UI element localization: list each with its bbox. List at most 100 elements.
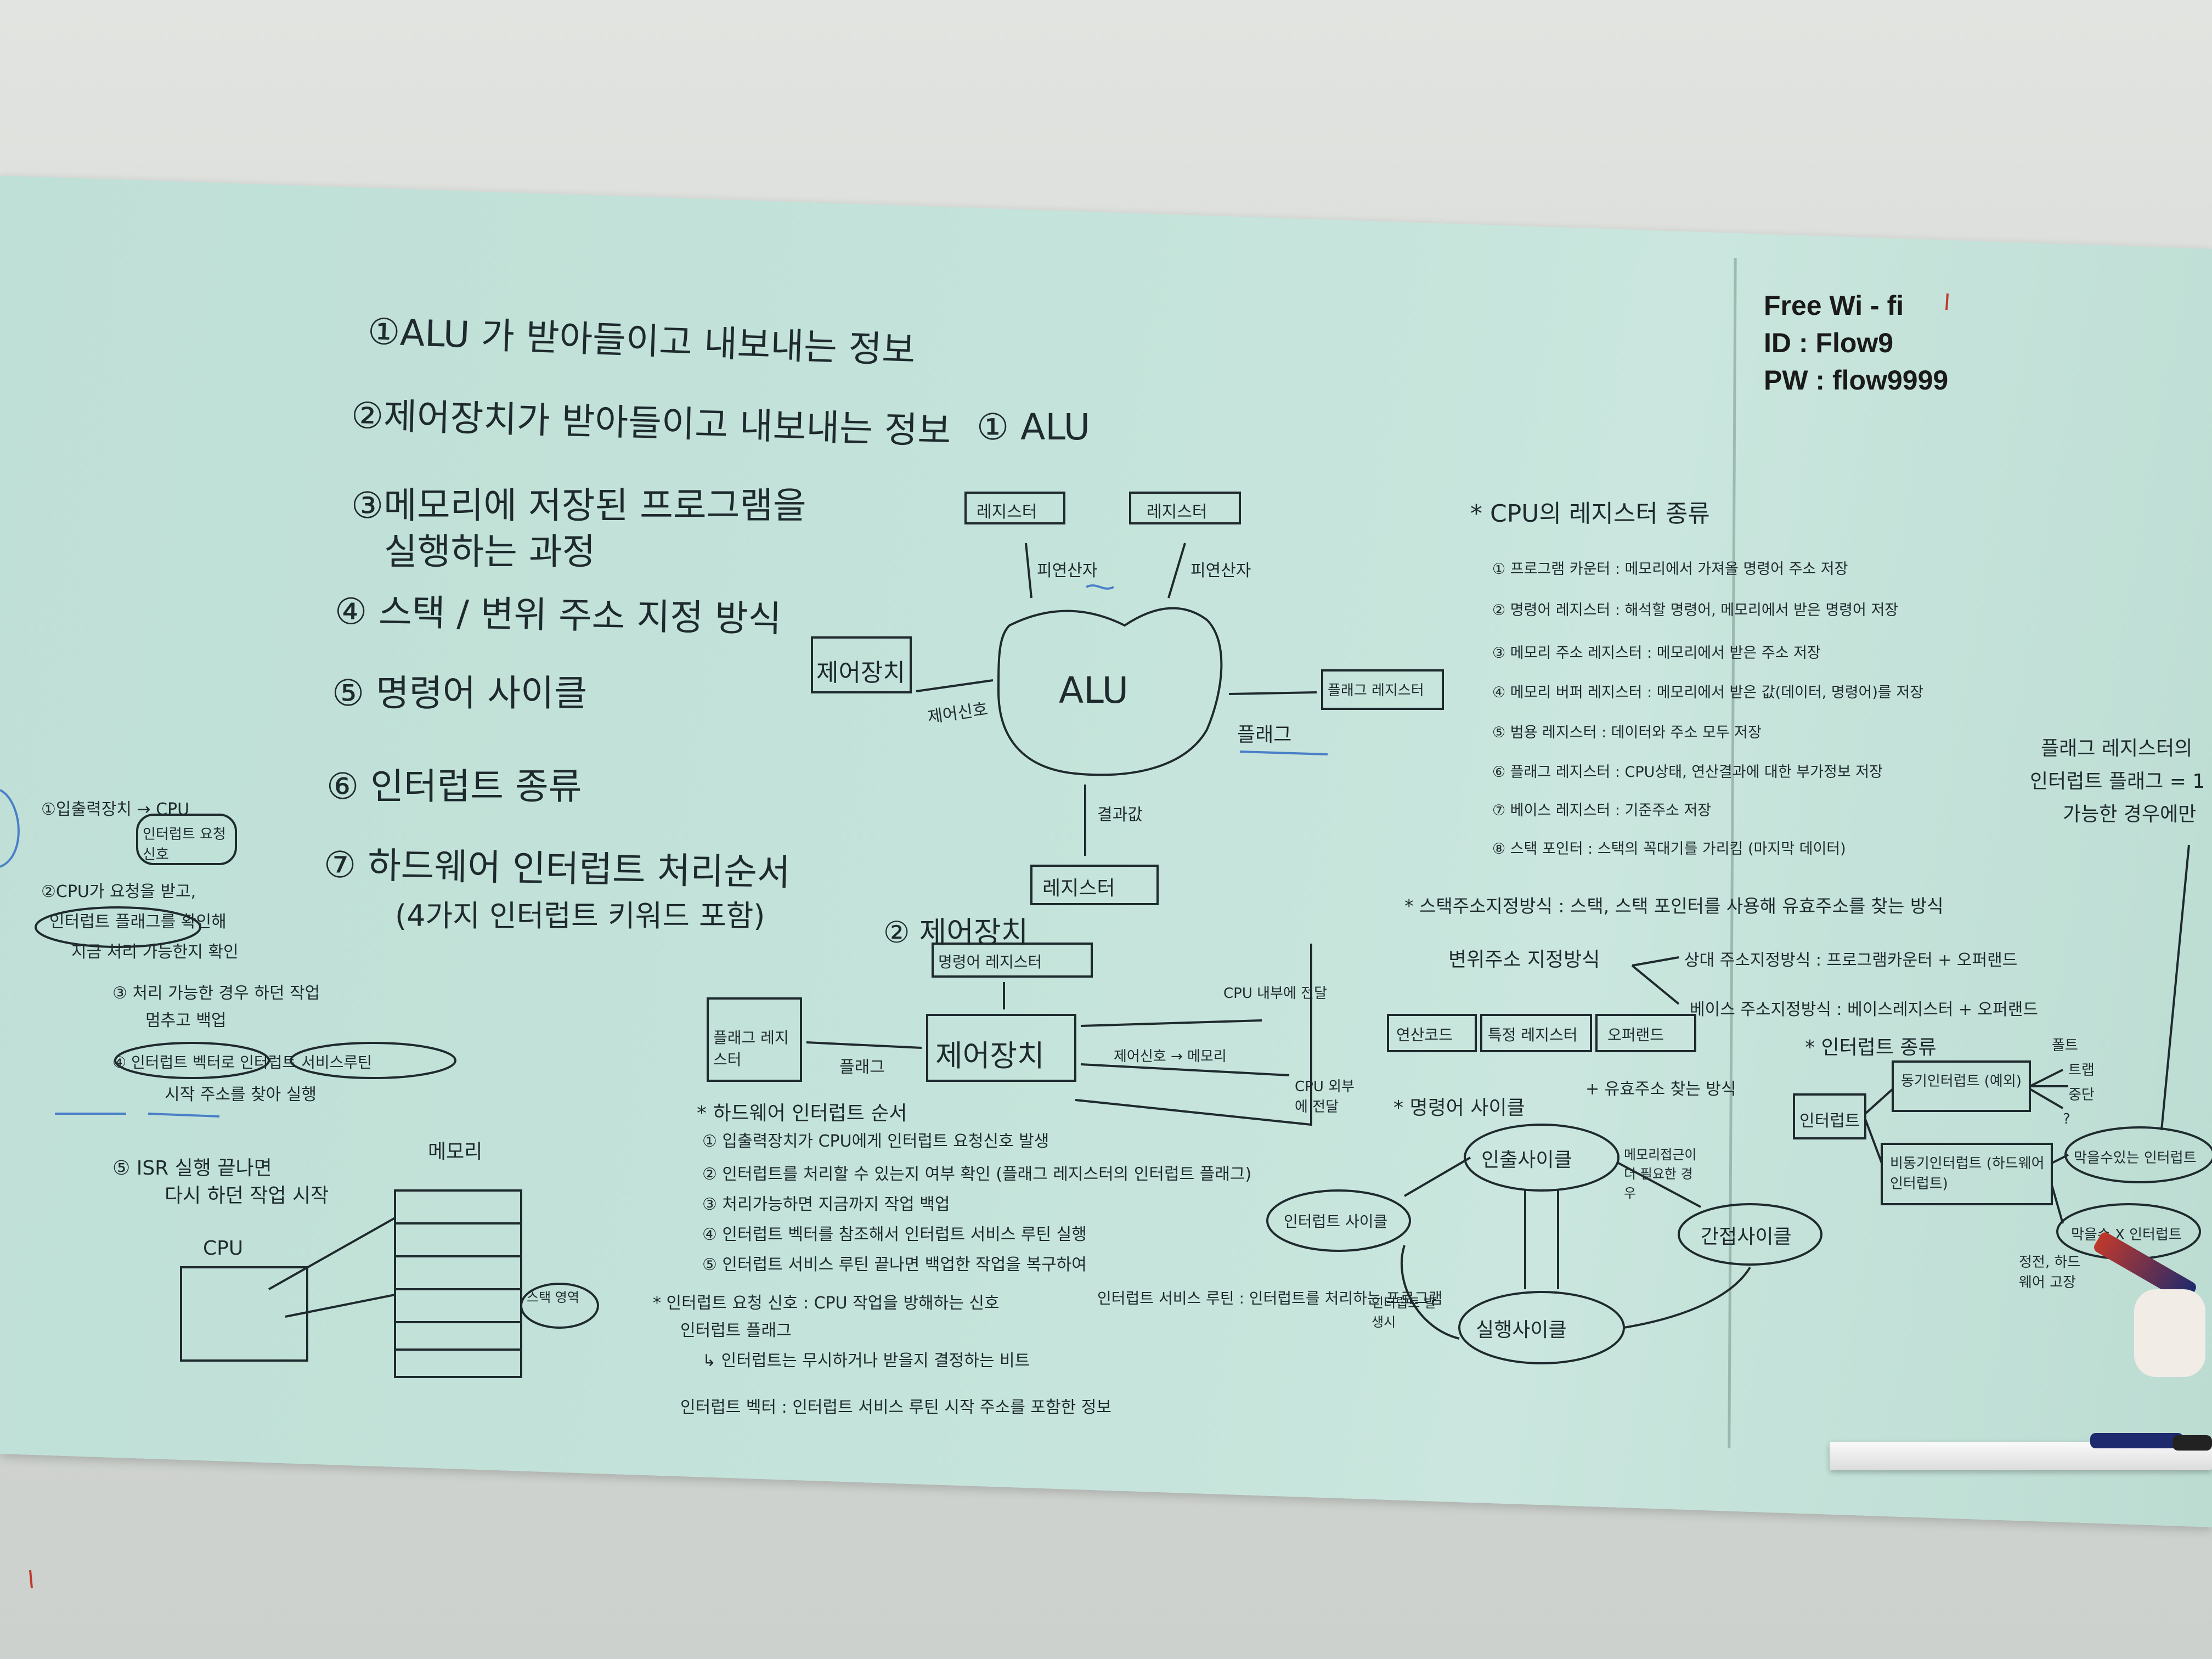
registers-heading: * CPU의 레지스터 종류 bbox=[1470, 500, 1710, 528]
indirect-ellipse bbox=[1678, 1203, 1822, 1266]
arrow-left-operand bbox=[1025, 543, 1032, 599]
cpu-box bbox=[180, 1266, 308, 1362]
blue-edge-mark bbox=[0, 789, 20, 868]
blue-mark-2 bbox=[1239, 751, 1328, 755]
hw-int-step-5: ⑤ 인터럽트 서비스 루틴 끝나면 백업한 작업을 복구하여 bbox=[702, 1255, 1087, 1274]
arrow-mem bbox=[1080, 1063, 1290, 1076]
hw-int-step-3: ③ 처리가능하면 지금까지 작업 백업 bbox=[702, 1195, 950, 1214]
topic-6: ⑥ 인터럽트 종류 bbox=[326, 765, 582, 808]
int-trap: 트랩 bbox=[2068, 1062, 2095, 1079]
red-mark bbox=[1945, 293, 1949, 311]
cpu-outside: CPU 외부에 전달 bbox=[1295, 1079, 1355, 1115]
alu-reg-left-box bbox=[964, 492, 1065, 524]
int-question: ? bbox=[2063, 1111, 2070, 1127]
seq-step-5: ⑤ ISR 실행 끝나면 bbox=[112, 1157, 272, 1180]
sketch-memory-label: 메모리 bbox=[428, 1141, 483, 1163]
cycle-int-note: 인터럽트 발생시 bbox=[1372, 1295, 1437, 1330]
operand-label: 오퍼랜드 bbox=[1607, 1026, 1664, 1044]
signal-mem: 제어신호 → 메모리 bbox=[1114, 1048, 1227, 1065]
cycle-indirect: 간접사이클 bbox=[1701, 1226, 1792, 1248]
hw-int-step-1: ① 입출력장치가 CPU에게 인터럽트 요청신호 발생 bbox=[702, 1132, 1049, 1151]
int-async: 비동기인터럽트 (하드웨어 인터럽트) bbox=[1890, 1155, 2045, 1192]
alu-flag-reg: 플래그 레지스터 bbox=[1328, 682, 1424, 699]
vector-ellipse bbox=[114, 1042, 270, 1079]
alu-control: 제어장치 bbox=[816, 659, 905, 687]
int-root: 인터럽트 bbox=[1799, 1111, 1860, 1131]
seq-step-4b: 시작 주소를 찾아 실행 bbox=[165, 1085, 317, 1104]
register-4: ④ 메모리 버퍼 레지스터 : 메모리에서 받은 값(데이터, 명령어)를 저장 bbox=[1492, 684, 1924, 701]
hw-int-note-3: ↳ 인터럽트는 무시하거나 받을지 결정하는 비트 bbox=[702, 1351, 1030, 1370]
alu-reg-right-box bbox=[1129, 492, 1241, 524]
cycle-to-interrupt bbox=[1403, 1156, 1471, 1197]
alu-result: 결과값 bbox=[1097, 805, 1143, 825]
maskable-ellipse bbox=[2064, 1126, 2212, 1183]
cycle-exec: 실행사이클 bbox=[1476, 1319, 1567, 1341]
register-7: ⑦ 베이스 레지스터 : 기준주소 저장 bbox=[1492, 802, 1712, 819]
hw-int-note-4: 인터럽트 서비스 루틴 : 인터럽트를 처리하는 프로그램 bbox=[1097, 1289, 1443, 1307]
cpu-inside: CPU 내부에 전달 bbox=[1223, 985, 1327, 1002]
memory-rows bbox=[395, 1222, 521, 1351]
seq-step-2: ②CPU가 요청을 받고, bbox=[41, 882, 196, 901]
arrow-right-operand bbox=[1167, 543, 1186, 599]
alu-flag: 플래그 bbox=[1237, 724, 1292, 746]
alu-shape bbox=[997, 607, 1223, 776]
register-6: ⑥ 플래그 레지스터 : CPU상태, 연산결과에 대한 부가정보 저장 bbox=[1492, 764, 1883, 781]
cycle-interrupt: 인터럽트 사이클 bbox=[1284, 1212, 1388, 1231]
alu-heading: ① ALU bbox=[977, 406, 1091, 448]
int-tree-links bbox=[1864, 1088, 1894, 1164]
seq-step-2c: 지금 처리 가능한지 확인 bbox=[71, 943, 239, 962]
control-heading: ② 제어장치 bbox=[883, 915, 1029, 950]
cycle-heading: * 명령어 사이클 bbox=[1393, 1097, 1525, 1119]
alu-center: ALU bbox=[1059, 669, 1128, 712]
opcode-box bbox=[1387, 1014, 1477, 1052]
sync-links bbox=[2029, 1069, 2068, 1109]
operand-box bbox=[1595, 1014, 1696, 1052]
register-5: ⑤ 범용 레지스터 : 데이터와 주소 모두 저장 bbox=[1492, 724, 1762, 741]
ctrl-flag: 플래그 bbox=[839, 1058, 885, 1077]
arrow-control bbox=[916, 679, 994, 692]
ctrl-unit: 제어장치 bbox=[935, 1039, 1045, 1073]
base-addressing: 베이스 주소지정방식 : 베이스레지스터 + 오퍼랜드 bbox=[1690, 1000, 2038, 1019]
cycle-vertical-arrows bbox=[1524, 1190, 1559, 1289]
int-root-box bbox=[1793, 1093, 1866, 1139]
memory-box bbox=[394, 1189, 522, 1378]
cpu-mem-links bbox=[268, 1217, 396, 1318]
cycle-memory-note: 메모리접근이 더 필요한 경우 bbox=[1624, 1147, 1697, 1201]
bracket-displacement bbox=[1631, 956, 1680, 1005]
alu-operand-right: 피연산자 bbox=[1190, 561, 1251, 580]
interrupt-ellipse bbox=[1266, 1189, 1411, 1252]
effective-label: + 유효주소 찾는 방식 bbox=[1585, 1080, 1736, 1099]
cycle-indirect-back bbox=[1623, 1266, 1751, 1329]
red-mark-2 bbox=[29, 1570, 33, 1589]
int-nonmaskable: 막을수 X 인터럽트 bbox=[2071, 1227, 2182, 1243]
flag-check-ellipse bbox=[35, 906, 201, 948]
ctrl-unit-box bbox=[926, 1014, 1076, 1082]
int-abort: 중단 bbox=[2068, 1087, 2095, 1103]
sketch-cpu-label: CPU bbox=[203, 1237, 244, 1260]
int-types-heading: * 인터럽트 종류 bbox=[1805, 1036, 1937, 1059]
hw-int-note-1: * 인터럽트 요청 신호 : CPU 작업을 방해하는 신호 bbox=[653, 1294, 1000, 1313]
marker-black bbox=[2172, 1435, 2212, 1451]
async-box bbox=[1881, 1143, 2053, 1205]
wifi-password: PW : flow9999 bbox=[1764, 365, 1949, 396]
topic-7b: (4가지 인터럽트 키워드 포함) bbox=[395, 899, 765, 933]
stack-addressing: * 스택주소지정방식 : 스택, 스택 포인터를 사용해 유효주소를 찾는 방식 bbox=[1404, 895, 1944, 917]
ctrl-flag-box bbox=[707, 997, 802, 1082]
hw-int-note-2: 인터럽트 플래그 bbox=[680, 1321, 792, 1340]
instr-reg: 명령어 레지스터 bbox=[938, 953, 1042, 971]
wifi-label: Free Wi - fi bbox=[1764, 290, 1904, 321]
relative-addressing: 상대 주소지정방식 : 프로그램카운터 + 오퍼랜드 bbox=[1684, 951, 2018, 970]
hw-int-step-2: ② 인터럽트를 처리할 수 있는지 여부 확인 (플래그 레지스터의 인터럽트 … bbox=[702, 1165, 1252, 1184]
cycle-fetch: 인출사이클 bbox=[1481, 1149, 1572, 1171]
arrow-ctrl-flag bbox=[806, 1041, 922, 1049]
int-sync: 동기인터럽트 (예외) bbox=[1901, 1073, 2022, 1090]
blue-mark-1 bbox=[1086, 584, 1114, 590]
hw-int-note-5: 인터럽트 벡터 : 인터럽트 서비스 루틴 시작 주소를 포함한 정보 bbox=[680, 1398, 1111, 1417]
seq-step-5b: 다시 하던 작업 시작 bbox=[165, 1184, 329, 1207]
async-links bbox=[2051, 1154, 2069, 1224]
alu-reg-right: 레지스터 bbox=[1147, 503, 1207, 522]
isr-ellipse bbox=[290, 1042, 456, 1079]
alu-control-box bbox=[811, 636, 912, 693]
instr-reg-box bbox=[932, 943, 1093, 978]
hw-int-step-4: ④ 인터럽트 벡터를 참조해서 인터럽트 서비스 루틴 실행 bbox=[702, 1225, 1087, 1244]
